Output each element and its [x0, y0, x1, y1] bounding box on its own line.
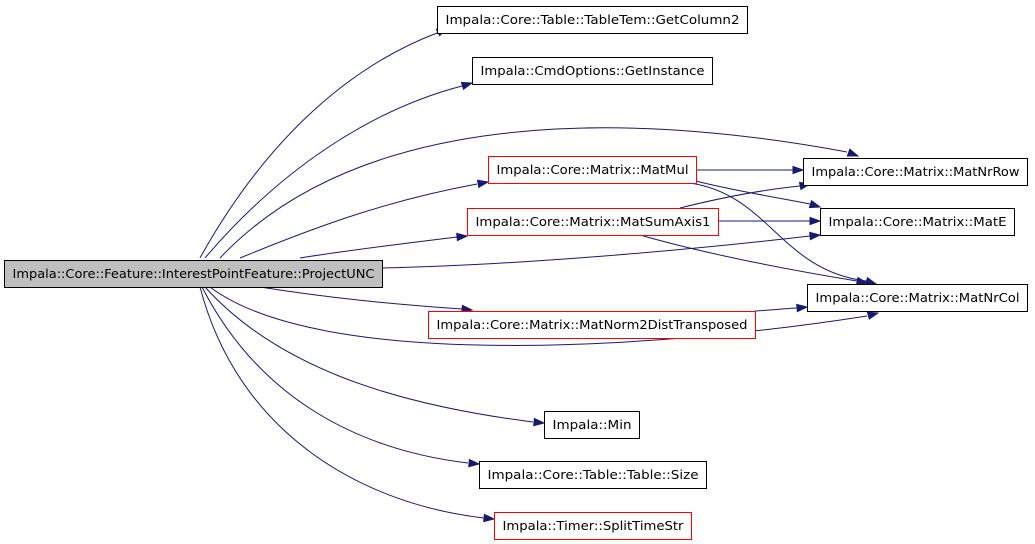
node-get-column2[interactable]: Impala::Core::Table::TableTem::GetColumn…	[437, 6, 748, 34]
node-label: Impala::Core::Feature::InterestPointFeat…	[13, 267, 375, 281]
nodes-layer: Impala::Core::Feature::InterestPointFeat…	[4, 6, 1028, 540]
node-label: Impala::Core::Matrix::MatNrCol	[816, 291, 1020, 305]
edge-arrowhead	[864, 276, 878, 286]
node-root: Impala::Core::Feature::InterestPointFeat…	[4, 260, 383, 288]
edge-line	[199, 286, 485, 519]
edge-mat-mul-to-mat-e	[695, 180, 822, 209]
edge-arrowhead	[809, 231, 822, 241]
node-split-time-str[interactable]: Impala::Timer::SplitTimeStr	[494, 512, 692, 540]
edge-arrowhead	[476, 179, 490, 189]
node-label: Impala::Core::Table::TableTem::GetColumn…	[446, 13, 740, 27]
edge-line	[695, 180, 811, 205]
node-label: Impala::CmdOptions::GetInstance	[481, 64, 705, 78]
edge-line	[209, 286, 868, 346]
edge-root-to-mat-norm2	[259, 286, 474, 314]
node-box	[820, 208, 1015, 236]
edge-line	[199, 32, 438, 259]
edge-root-to-table-size	[201, 286, 481, 468]
edge-arrowhead	[460, 81, 474, 91]
node-label: Impala::Core::Matrix::MatSumAxis1	[476, 215, 711, 229]
node-box	[428, 311, 756, 339]
edge-arrowhead	[866, 311, 880, 320]
node-label: Impala::Core::Matrix::MatNorm2DistTransp…	[437, 318, 748, 332]
edge-arrowhead	[855, 276, 869, 286]
edge-mat-sum-axis1-to-mat-nr-row	[679, 181, 812, 209]
edge-root-to-mat-e	[381, 231, 822, 269]
edge-line	[679, 185, 801, 209]
edge-mat-mul-to-mat-nr-row	[696, 165, 805, 175]
node-table-size[interactable]: Impala::Core::Table::Table::Size	[479, 461, 707, 489]
node-get-instance[interactable]: Impala::CmdOptions::GetInstance	[472, 57, 713, 85]
edge-arrowhead	[846, 148, 860, 157]
edge-arrowhead	[808, 199, 822, 209]
edge-root-to-min	[204, 286, 546, 427]
node-mat-nr-col[interactable]: Impala::Core::Matrix::MatNrCol	[807, 284, 1028, 312]
node-label: Impala::Core::Table::Table::Size	[488, 468, 699, 482]
node-mat-nr-row[interactable]: Impala::Core::Matrix::MatNrRow	[803, 158, 1028, 186]
edge-line	[381, 235, 811, 269]
node-box	[437, 6, 748, 34]
node-mat-norm2[interactable]: Impala::Core::Matrix::MatNorm2DistTransp…	[428, 311, 756, 339]
node-box	[544, 411, 640, 439]
edge-line	[204, 85, 463, 259]
node-box	[488, 156, 697, 184]
node-min[interactable]: Impala::Min	[544, 411, 640, 439]
node-box	[4, 260, 383, 288]
edge-line	[219, 127, 848, 259]
edge-mat-sum-axis1-to-mat-nr-col	[639, 234, 869, 286]
edge-arrowhead	[796, 303, 809, 313]
edge-mat-norm2-to-mat-nr-col	[754, 303, 809, 313]
node-mat-sum-axis1[interactable]: Impala::Core::Matrix::MatSumAxis1	[467, 208, 719, 236]
edge-line	[201, 286, 469, 464]
node-box	[467, 208, 719, 236]
node-box	[479, 461, 707, 489]
edge-line	[754, 307, 798, 312]
edge-arrowhead	[792, 165, 805, 175]
edge-mat-sum-axis1-to-mat-e	[718, 216, 822, 226]
edges-layer	[199, 27, 880, 523]
node-label: Impala::Core::Matrix::MatE	[829, 215, 1007, 229]
node-label: Impala::Min	[553, 418, 632, 432]
node-box	[807, 284, 1028, 312]
edge-root-to-mat-nr-col	[209, 286, 880, 346]
edge-root-to-mat-nr-row	[219, 127, 860, 259]
edge-root-to-split-time-str	[199, 286, 496, 523]
edge-arrowhead	[533, 417, 546, 427]
edge-line	[239, 183, 478, 259]
edge-line	[299, 236, 458, 259]
edge-line	[689, 182, 867, 282]
edge-arrowhead	[456, 232, 469, 242]
node-label: Impala::Core::Matrix::MatNrRow	[812, 165, 1020, 179]
edge-root-to-mat-mul	[239, 179, 490, 259]
node-mat-e[interactable]: Impala::Core::Matrix::MatE	[820, 208, 1015, 236]
edge-line	[639, 234, 858, 282]
edge-root-to-get-instance	[204, 81, 474, 259]
node-label: Impala::Core::Matrix::MatMul	[497, 163, 689, 177]
edge-arrowhead	[468, 458, 481, 468]
edge-arrowhead	[483, 513, 496, 523]
node-label: Impala::Timer::SplitTimeStr	[503, 519, 684, 533]
edge-root-to-mat-sum-axis1	[299, 232, 469, 259]
node-mat-mul[interactable]: Impala::Core::Matrix::MatMul	[488, 156, 697, 184]
edge-line	[204, 286, 534, 423]
node-box	[803, 158, 1028, 186]
node-box	[472, 57, 713, 85]
edge-arrowhead	[809, 216, 822, 226]
edge-line	[259, 286, 463, 310]
node-box	[494, 512, 692, 540]
